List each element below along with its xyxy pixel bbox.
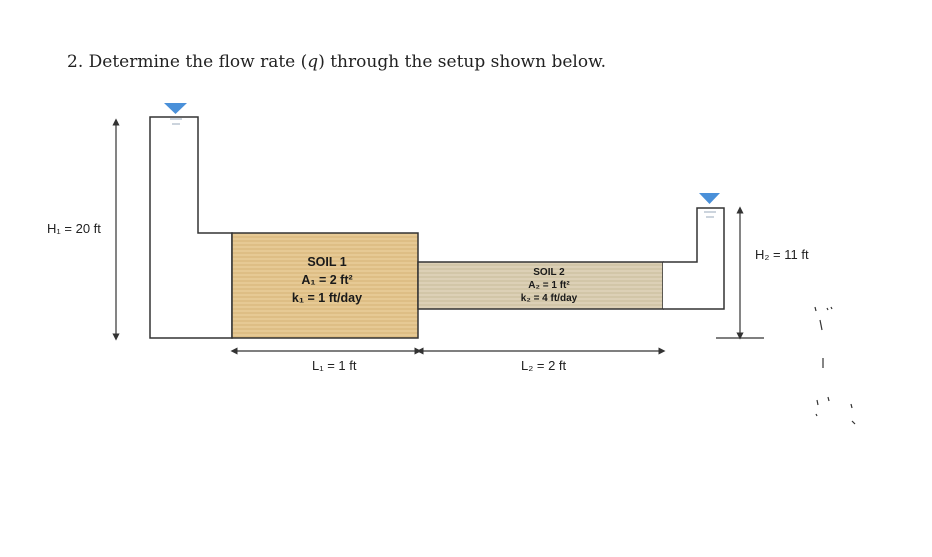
left-tank-outline [149, 116, 233, 339]
soil-1-block [231, 232, 419, 339]
soil-1-title: SOIL 1 [307, 255, 346, 269]
l1-label: L₁ = 1 ft [312, 358, 357, 373]
soil-2-title: SOIL 2 [533, 267, 565, 278]
l2-label: L₂ = 2 ft [521, 358, 567, 373]
soil-1-permeability: k₁ = 1 ft/day [292, 291, 362, 305]
question-variable: q [307, 52, 319, 72]
question-text: 2. Determine the flow rate (q) through t… [67, 52, 606, 72]
h1-label: H₁ = 20 ft [47, 221, 101, 236]
right-tank-outline [663, 207, 725, 310]
question-text-after: ) through the setup shown below. [318, 52, 607, 72]
soil-1-area: A₁ = 2 ft² [301, 273, 352, 287]
stray-marks [814, 306, 856, 425]
soil-2-area: A₂ = 1 ft² [528, 280, 570, 291]
question-number: 2. [67, 52, 84, 72]
soil-2-block [417, 261, 664, 310]
question-text-before: Determine the flow rate ( [88, 52, 308, 72]
left-water-level-icon [164, 103, 187, 114]
right-water-level-icon [699, 193, 720, 204]
soil-2-permeability: k₂ = 4 ft/day [521, 293, 578, 304]
h2-label: H₂ = 11 ft [755, 247, 809, 262]
